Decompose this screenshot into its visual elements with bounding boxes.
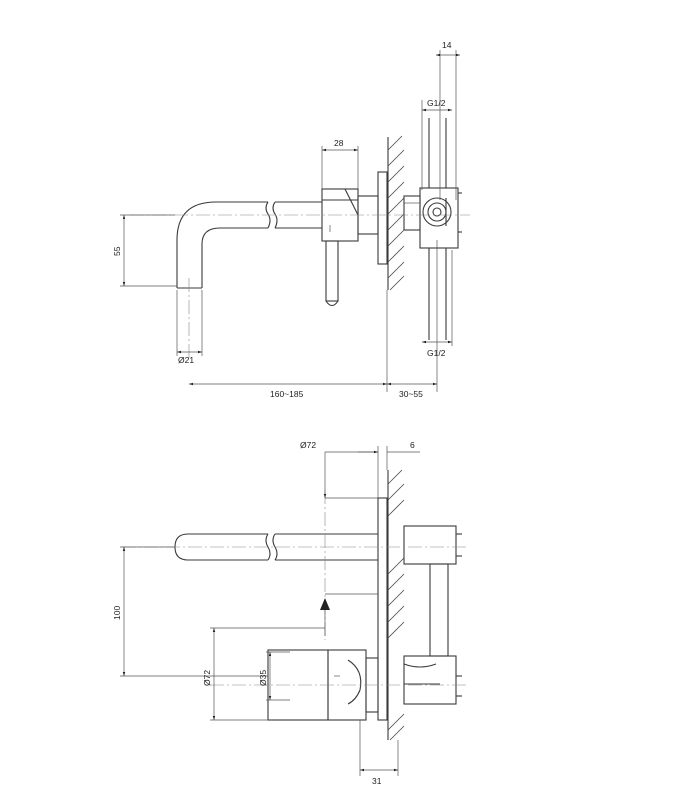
dimension-30-55: 30~55 (387, 240, 438, 399)
wall-hatch-bottom (387, 469, 405, 741)
dim-d72-top-label: Ø72 (300, 440, 316, 450)
lever (325, 240, 339, 307)
dim-160-185-label: 160~185 (270, 389, 304, 399)
dimension-d72-top: Ø72 (300, 440, 378, 636)
dim-55-label: 55 (112, 246, 122, 256)
dimension-100: 100 (112, 546, 268, 677)
dim-d21-label: Ø21 (178, 355, 194, 365)
dim-100-label: 100 (112, 606, 122, 620)
dimension-6: 6 (358, 440, 420, 498)
dimension-d72-left: Ø72 (202, 627, 325, 721)
dim-30-55-label: 30~55 (399, 389, 423, 399)
dimension-28: 28 (321, 138, 359, 189)
dim-d35-label: Ø35 (258, 670, 268, 686)
side-view: 14 G1/2 28 55 Ø21 (112, 40, 470, 399)
dim-28-label: 28 (334, 138, 344, 148)
cover-plate-front (377, 497, 388, 721)
front-view: Ø72 6 100 Ø72 Ø35 (112, 440, 466, 786)
spout (176, 201, 322, 289)
dimension-d35: Ø35 (258, 651, 290, 701)
dimension-d21: Ø21 (176, 290, 203, 365)
dim-d72-left-label: Ø72 (202, 670, 212, 686)
dimension-14: 14 (436, 40, 460, 200)
dim-g12-top-label: G1/2 (427, 98, 446, 108)
dimension-55: 55 (112, 214, 177, 287)
mixer-body-front (403, 525, 462, 705)
dim-14-label: 14 (442, 40, 452, 50)
dimension-g12-top: G1/2 (421, 98, 452, 190)
dim-31-label: 31 (372, 776, 382, 786)
dim-g12-bottom-label: G1/2 (427, 348, 446, 358)
wall-hatch-top (387, 135, 405, 291)
dimension-31: 31 (359, 720, 399, 786)
mixer-body (403, 118, 462, 340)
dim-6-label: 6 (410, 440, 415, 450)
cover-plate (377, 171, 388, 265)
leader-arrow-icon (320, 598, 330, 610)
dimension-160-185: 160~185 (189, 290, 388, 399)
